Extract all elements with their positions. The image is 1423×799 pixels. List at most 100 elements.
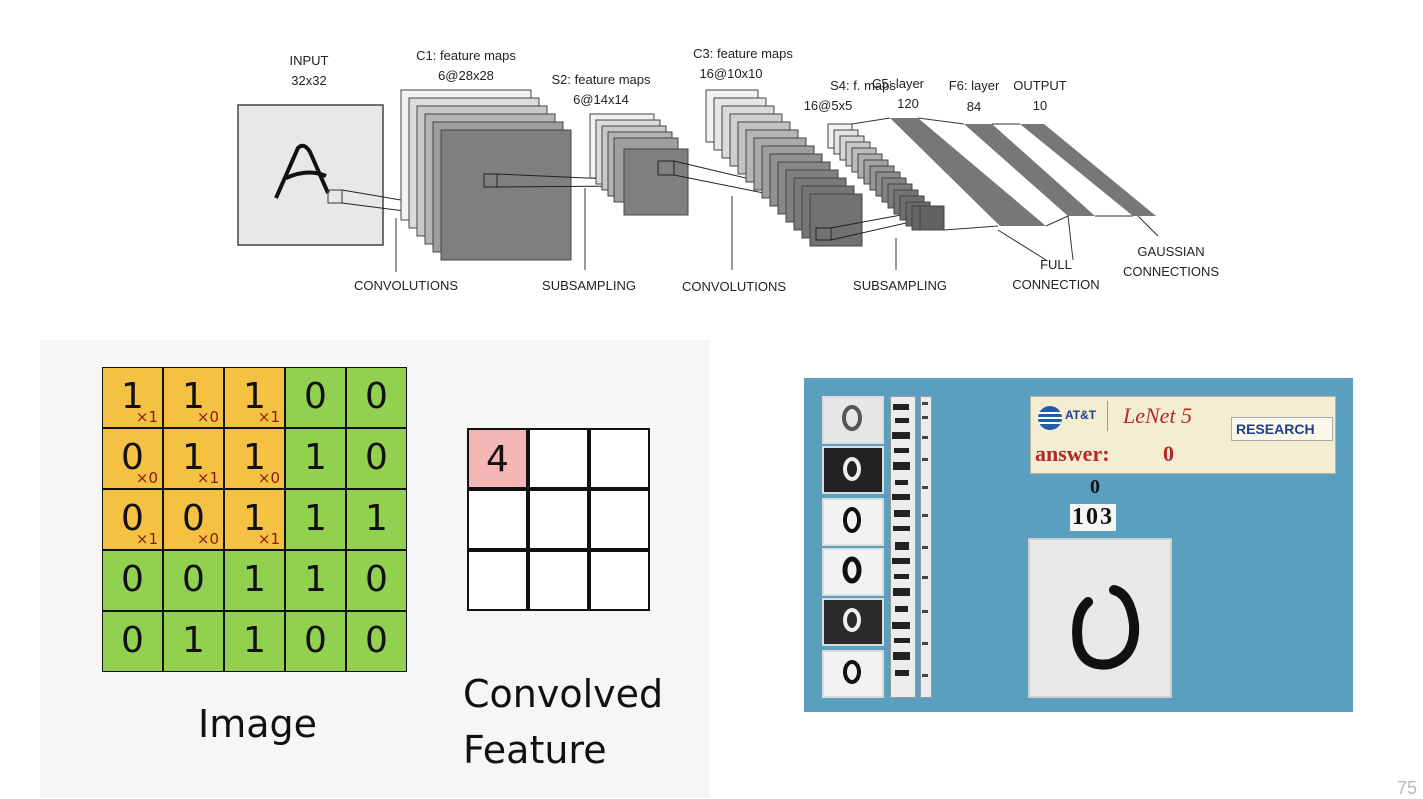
- att-globe-icon: [1038, 406, 1062, 430]
- image-cell: 1×1: [102, 367, 163, 428]
- kernel-weight: ×1: [257, 530, 280, 548]
- c3-title: C3: feature maps: [693, 46, 793, 61]
- kernel-weight: ×0: [257, 469, 280, 487]
- image-cell-value: 0: [121, 498, 144, 539]
- feature-cell: [589, 428, 650, 489]
- image-caption: Image: [198, 702, 318, 746]
- lenet-architecture-svg: INPUT 32x32 C1: feature maps 6@28x28 S2:…: [237, 46, 1219, 294]
- feature-cell: [528, 428, 589, 489]
- feature-cell: [528, 550, 589, 611]
- kernel-weight: ×1: [257, 408, 280, 426]
- image-cell-value: 1: [243, 620, 266, 661]
- image-cell-value: 0: [182, 498, 205, 539]
- sample-thumb-6: [822, 650, 884, 698]
- image-cell: 1: [224, 550, 285, 611]
- stage-gaussian-line1: GAUSSIAN: [1137, 244, 1204, 259]
- sample-thumb-2: [822, 446, 884, 494]
- image-cell: 1×1: [163, 428, 224, 489]
- image-cell: 0×0: [102, 428, 163, 489]
- kernel-weight: ×0: [196, 530, 219, 548]
- input-letter-glyph: [274, 143, 330, 199]
- page-number: 75: [1396, 778, 1417, 798]
- c1-size: 6@28x28: [438, 68, 494, 83]
- stage-convolutions-2: CONVOLUTIONS: [682, 279, 786, 294]
- att-brand-text: AT&T: [1065, 408, 1097, 422]
- top-prediction: 0: [1090, 476, 1100, 498]
- s4-size: 16@5x5: [804, 98, 853, 113]
- lenet-architecture-diagram: INPUT 32x32 C1: feature maps 6@28x28 S2:…: [228, 38, 1228, 303]
- image-cell: 0: [285, 367, 346, 428]
- image-cell-value: 1: [304, 437, 327, 478]
- s4-title: S4: f. maps: [830, 78, 896, 93]
- image-cell-value: 1: [243, 437, 266, 478]
- c5-size: 120: [897, 96, 919, 111]
- sample-thumb-3: [822, 498, 884, 546]
- image-cell-value: 0: [121, 620, 144, 661]
- image-cell: 0: [163, 550, 224, 611]
- feature-cell: [589, 550, 650, 611]
- output-size: 10: [1033, 98, 1047, 113]
- image-cell: 0×1: [102, 489, 163, 550]
- feature-cell: [528, 489, 589, 550]
- kernel-weight: ×0: [196, 408, 219, 426]
- image-cell-value: 1: [182, 437, 205, 478]
- lenet5-demo-screenshot: AT&T LeNet 5 RESEARCH answer: 0 0 103: [804, 378, 1353, 712]
- image-cell: 1: [163, 611, 224, 672]
- image-cell: 1×0: [163, 367, 224, 428]
- image-cell-value: 0: [304, 620, 327, 661]
- input-receptive-field: [327, 189, 343, 204]
- lenet5-brand-card: AT&T LeNet 5 RESEARCH answer: 0: [1030, 396, 1336, 474]
- image-cell-value: 1: [243, 559, 266, 600]
- stage-full-connection-line1: FULL: [1040, 257, 1072, 272]
- image-cell: 1: [346, 489, 407, 550]
- candidate-predictions: 103: [1070, 504, 1116, 531]
- image-cell-value: 0: [365, 376, 388, 417]
- f6-layer-band: [964, 124, 1095, 216]
- sample-thumb-4: [822, 548, 884, 596]
- image-cell: 1×1: [224, 489, 285, 550]
- image-cell-value: 1: [243, 498, 266, 539]
- output-title: OUTPUT: [1013, 78, 1067, 93]
- feature-cell: [589, 489, 650, 550]
- image-cell: 0: [285, 611, 346, 672]
- output-layer-band: [1020, 124, 1156, 216]
- image-cell-value: 1: [182, 620, 205, 661]
- s2-size: 6@14x14: [573, 92, 629, 107]
- image-cell: 0: [102, 550, 163, 611]
- image-cell: 1×1: [224, 367, 285, 428]
- kernel-weight: ×1: [196, 469, 219, 487]
- answer-label: answer:: [1035, 441, 1110, 466]
- f6-title: F6: layer: [949, 78, 1000, 93]
- feature-cell: [467, 489, 528, 550]
- input-size: 32x32: [291, 73, 326, 88]
- image-cell-value: 0: [365, 620, 388, 661]
- image-cell: 0: [346, 428, 407, 489]
- kernel-weight: ×0: [135, 469, 158, 487]
- image-cell-value: 0: [182, 559, 205, 600]
- c5-layer-band: [890, 118, 1046, 226]
- image-cell: 0×0: [163, 489, 224, 550]
- image-cell: 0: [346, 550, 407, 611]
- stage-subsampling-1: SUBSAMPLING: [542, 278, 636, 293]
- feature-cell: 4: [467, 428, 528, 489]
- image-cell: 1: [285, 428, 346, 489]
- image-cell-value: 0: [365, 559, 388, 600]
- kernel-weight: ×1: [135, 408, 158, 426]
- feature-strip-patterns: [892, 402, 928, 677]
- c1-title: C1: feature maps: [416, 48, 516, 63]
- input-plane: [237, 104, 384, 246]
- image-cell: 1: [224, 611, 285, 672]
- sample-thumb-1: [822, 396, 884, 444]
- s2-title: S2: feature maps: [552, 72, 651, 87]
- c3-size: 16@10x10: [699, 66, 762, 81]
- sample-thumb-5: [822, 598, 884, 646]
- image-cell-value: 0: [304, 376, 327, 417]
- kernel-weight: ×1: [135, 530, 158, 548]
- stage-convolutions-1: CONVOLUTIONS: [354, 278, 458, 293]
- c1-feature-maps: [400, 89, 572, 261]
- f6-size: 84: [967, 99, 981, 114]
- image-cell: 1: [285, 489, 346, 550]
- image-cell: 0: [346, 367, 407, 428]
- image-cell-value: 0: [121, 559, 144, 600]
- input-title: INPUT: [290, 53, 329, 68]
